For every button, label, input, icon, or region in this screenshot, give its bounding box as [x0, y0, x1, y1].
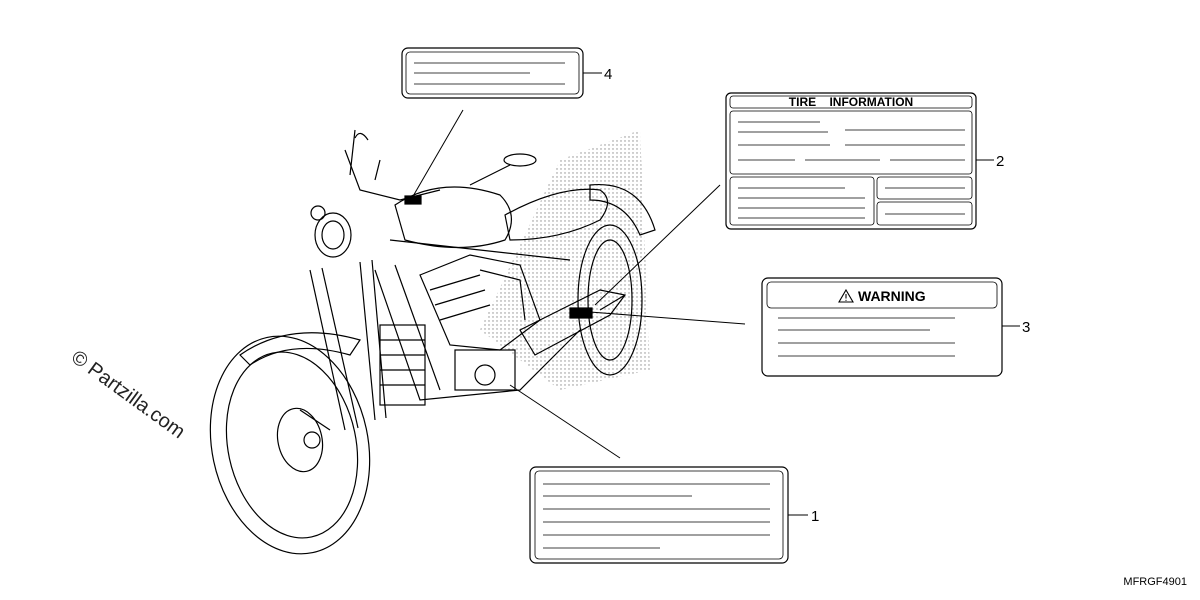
label-3-warning: [761, 277, 1003, 377]
warning-triangle-icon: [838, 288, 854, 303]
radiator: [379, 324, 426, 406]
callout-1: 1: [811, 508, 819, 525]
pointer-line-1: [509, 384, 621, 459]
motorcycle-illustration: [209, 129, 656, 555]
callout-4: 4: [604, 66, 612, 83]
fuel-tank: [394, 186, 512, 249]
front-fork: [309, 259, 387, 431]
tire-information-title: TIRE INFORMATION: [789, 95, 913, 109]
pointer-line-2: [594, 184, 721, 306]
front-wheel: [209, 335, 371, 555]
diagram-code: MFRGF4901: [1123, 576, 1187, 588]
callout-2: 2: [996, 153, 1004, 170]
callout-3: 3: [1022, 319, 1030, 336]
muffler-label-patch: [569, 307, 593, 319]
label-1: [529, 466, 789, 564]
pointer-line-4: [411, 109, 464, 199]
pointer-line-3: [589, 311, 746, 325]
label-4: [401, 47, 584, 99]
front-fender: [239, 332, 361, 366]
exhaust: [519, 289, 627, 356]
frame: [374, 239, 626, 401]
headlight: [310, 205, 352, 258]
label-2-tire-information: [725, 92, 977, 230]
rear-wheel: [577, 224, 643, 376]
handlebars: [344, 129, 537, 201]
warning-title: WARNING: [858, 288, 926, 304]
watermark: © Partzilla.com: [67, 346, 189, 443]
rear-fender: [589, 183, 656, 236]
